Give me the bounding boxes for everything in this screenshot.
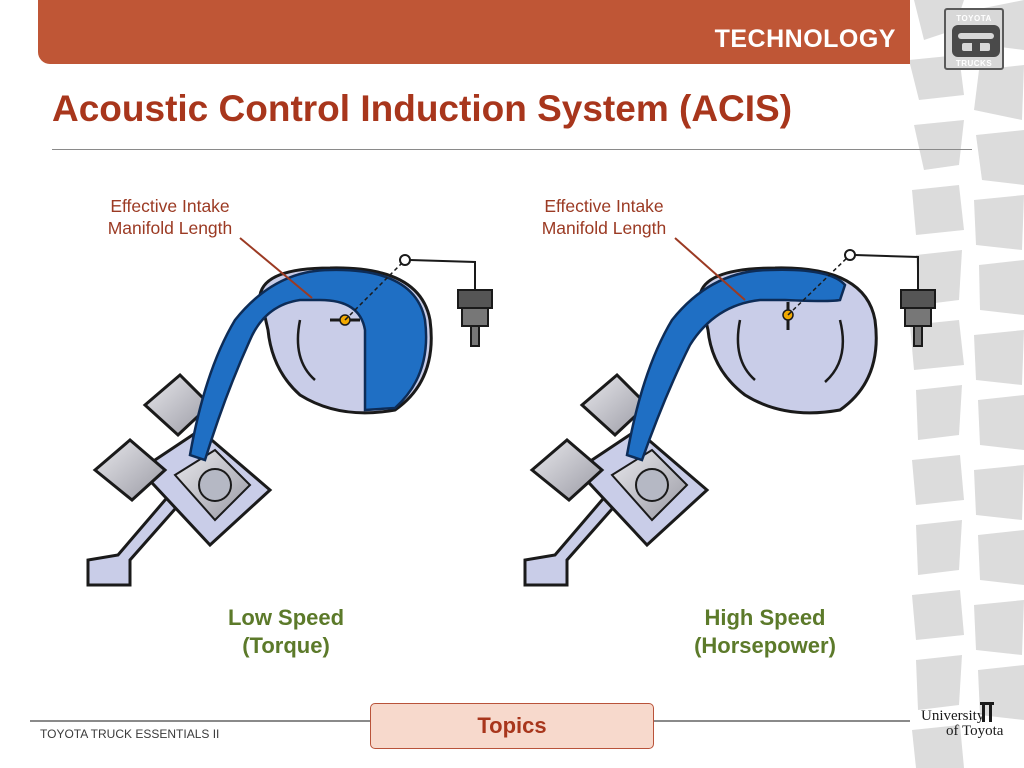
high-speed-caption-line2: (Horsepower) <box>645 632 885 660</box>
low-speed-caption-line1: Low Speed <box>166 604 406 632</box>
right-callout-line2: Manifold Length <box>514 217 694 239</box>
course-name: TOYOTA TRUCK ESSENTIALS II <box>40 727 219 741</box>
low-speed-caption-line2: (Torque) <box>166 632 406 660</box>
high-speed-engine-illustration <box>525 238 935 585</box>
topics-button[interactable]: Topics <box>370 703 654 749</box>
university-of-toyota-logo: University of Toyota <box>918 700 1008 742</box>
left-callout-line1: Effective Intake <box>80 195 260 217</box>
left-callout-label: Effective Intake Manifold Length <box>80 195 260 239</box>
right-callout-label: Effective Intake Manifold Length <box>514 195 694 239</box>
footer-divider-right <box>654 720 910 722</box>
high-speed-caption-line1: High Speed <box>645 604 885 632</box>
low-speed-caption: Low Speed (Torque) <box>166 604 406 660</box>
low-speed-engine-illustration <box>88 238 492 585</box>
right-callout-line1: Effective Intake <box>514 195 694 217</box>
high-speed-caption: High Speed (Horsepower) <box>645 604 885 660</box>
left-callout-line2: Manifold Length <box>80 217 260 239</box>
footer-divider-left <box>30 720 370 722</box>
university-logo-line2: of Toyota <box>946 723 1003 739</box>
university-logo-line1: University <box>921 708 984 724</box>
torii-gate-icon <box>980 702 994 722</box>
